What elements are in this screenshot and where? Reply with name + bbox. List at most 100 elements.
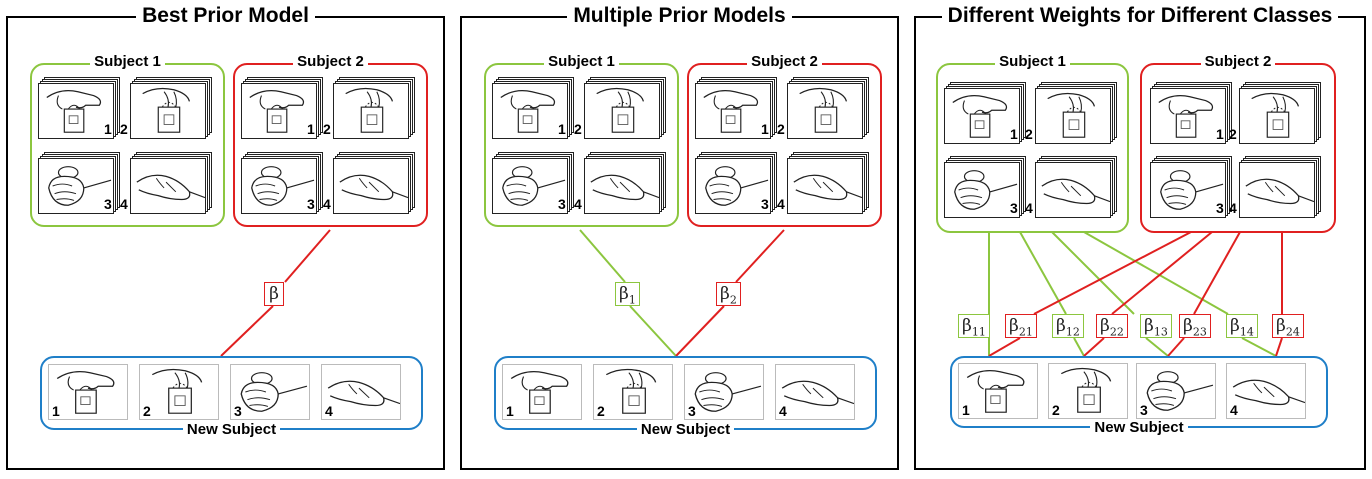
hand-squeezing-ball-icon <box>231 365 309 419</box>
class-number: 3 <box>1216 200 1224 216</box>
hand-squeezing-ball-icon <box>492 158 568 214</box>
beta-14-weight: β14 <box>1226 314 1258 338</box>
beta-21-weight: β21 <box>1005 314 1037 338</box>
hand-gripping-bag-icon <box>1049 364 1127 418</box>
new-subject-class-3: 3 <box>230 364 310 420</box>
subject-2-class-3-stack: 3 <box>241 152 325 216</box>
subject-1-label: Subject 1 <box>995 53 1070 70</box>
panel-different-weights: Different Weights for Different Classes … <box>914 4 1366 470</box>
hand-squeezing-ball-icon <box>944 162 1020 218</box>
new-subject-label: New Subject <box>1090 419 1188 436</box>
open-hand-icon <box>130 158 206 214</box>
subject-1-class-4-stack: 4 <box>120 152 214 216</box>
new-subject-class-3: 3 <box>684 364 764 420</box>
open-hand-icon <box>776 365 854 419</box>
connection-lines <box>579 229 785 357</box>
panel-multiple-prior-models: Multiple Prior Models Subject 1 Subject … <box>460 4 899 470</box>
subject-1-class-1-stack: 1 <box>492 77 576 141</box>
hand-holding-bag-icon <box>492 83 568 139</box>
beta-1-weight: β1 <box>615 282 640 306</box>
hand-holding-bag-icon <box>959 364 1037 418</box>
hand-gripping-bag-icon <box>1239 88 1315 144</box>
class-number: 1 <box>1010 126 1018 142</box>
new-subject-class-2: 2 <box>139 364 219 420</box>
class-number: 3 <box>688 403 696 419</box>
new-subject-group: New Subject <box>494 356 877 438</box>
subject-2-label: Subject 2 <box>293 53 368 70</box>
beta-13-weight: β13 <box>1140 314 1172 338</box>
hand-gripping-bag-icon <box>333 83 409 139</box>
class-number: 1 <box>52 403 60 419</box>
subject-1-group: Subject 1 <box>30 53 225 227</box>
hand-gripping-bag-icon <box>130 83 206 139</box>
new-subject-label: New Subject <box>182 421 281 438</box>
hand-squeezing-ball-icon <box>1150 162 1226 218</box>
class-number: 4 <box>1229 200 1237 216</box>
beta-2-weight: β2 <box>716 282 741 306</box>
subject-2-class-4-stack: 4 <box>1229 156 1323 220</box>
hand-gripping-bag-icon <box>787 83 863 139</box>
subject-2-class-3-stack: 3 <box>695 152 779 216</box>
class-number: 2 <box>777 121 785 137</box>
class-number: 4 <box>1230 402 1238 418</box>
open-hand-icon <box>1227 364 1305 418</box>
class-number: 3 <box>1010 200 1018 216</box>
hand-squeezing-ball-icon <box>685 365 763 419</box>
class-number: 1 <box>104 121 112 137</box>
subject-2-group: Subject 2 <box>687 53 882 227</box>
panel-title: Best Prior Model <box>136 4 315 27</box>
hand-holding-bag-icon <box>503 365 581 419</box>
class-number: 1 <box>506 403 514 419</box>
subject-1-class-2-stack: 2 <box>574 77 668 141</box>
class-number: 1 <box>1216 126 1224 142</box>
class-number: 4 <box>120 196 128 212</box>
panel-title: Different Weights for Different Classes <box>941 4 1339 27</box>
new-subject-class-1: 1 <box>958 363 1038 419</box>
beta-12-weight: β12 <box>1052 314 1084 338</box>
new-subject-class-1: 1 <box>48 364 128 420</box>
new-subject-class-4: 4 <box>1226 363 1306 419</box>
subject-1-class-3-stack: 3 <box>944 156 1028 220</box>
class-number: 4 <box>574 196 582 212</box>
subject-1-class-1-stack: 1 <box>38 77 122 141</box>
class-number: 1 <box>761 121 769 137</box>
class-number: 2 <box>1229 126 1237 142</box>
new-subject-class-1: 1 <box>502 364 582 420</box>
subject-1-class-2-stack: 2 <box>120 77 214 141</box>
class-number: 3 <box>307 196 315 212</box>
class-number: 2 <box>1052 402 1060 418</box>
subject-2-class-1-stack: 1 <box>1150 82 1234 146</box>
new-subject-class-2: 2 <box>593 364 673 420</box>
hand-gripping-bag-icon <box>594 365 672 419</box>
subject-1-class-2-stack: 2 <box>1025 82 1119 146</box>
subject-2-class-1-stack: 1 <box>695 77 779 141</box>
subject-1-class-4-stack: 4 <box>1025 156 1119 220</box>
hand-gripping-bag-icon <box>140 365 218 419</box>
panel-title: Multiple Prior Models <box>567 4 792 27</box>
subject-2-group: Subject 2 <box>1140 53 1336 233</box>
class-number: 3 <box>558 196 566 212</box>
new-subject-group: New Subject <box>40 356 423 438</box>
subject-1-class-3-stack: 3 <box>38 152 122 216</box>
hand-holding-bag-icon <box>241 83 317 139</box>
subject-1-class-3-stack: 3 <box>492 152 576 216</box>
hand-squeezing-ball-icon <box>38 158 114 214</box>
subject-1-label: Subject 1 <box>544 53 619 70</box>
open-hand-icon <box>787 158 863 214</box>
new-subject-class-3: 3 <box>1136 363 1216 419</box>
beta-11-weight: β11 <box>958 314 990 338</box>
open-hand-icon <box>1239 162 1315 218</box>
subject-2-class-4-stack: 4 <box>777 152 871 216</box>
connection-lines <box>220 229 331 357</box>
class-number: 3 <box>1140 402 1148 418</box>
subject-1-group: Subject 1 <box>936 53 1129 233</box>
open-hand-icon <box>584 158 660 214</box>
connection-lines <box>988 231 1283 357</box>
class-number: 4 <box>323 196 331 212</box>
class-number: 3 <box>234 403 242 419</box>
class-number: 1 <box>558 121 566 137</box>
class-number: 2 <box>1025 126 1033 142</box>
hand-holding-bag-icon <box>944 88 1020 144</box>
subject-2-class-2-stack: 2 <box>1229 82 1323 146</box>
subject-2-class-2-stack: 2 <box>777 77 871 141</box>
